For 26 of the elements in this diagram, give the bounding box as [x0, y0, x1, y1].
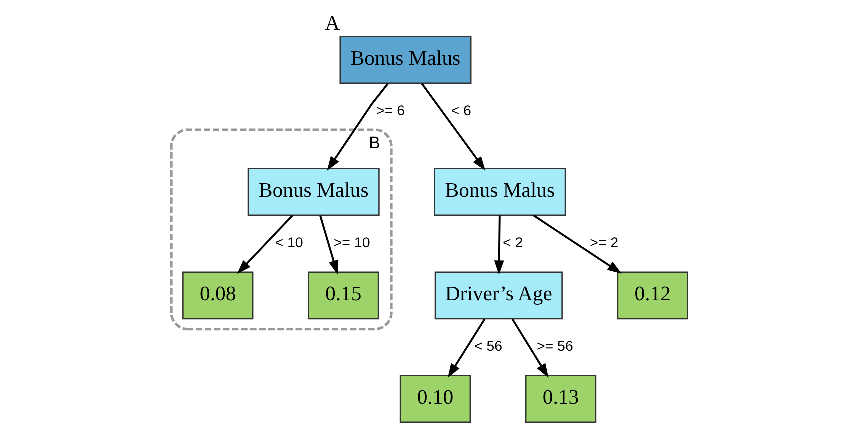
node-box: Bonus Malus [339, 36, 472, 84]
node-box: 0.08 [182, 272, 254, 320]
arrow [494, 216, 504, 275]
node-label: A [324, 13, 340, 36]
node-box: Bonus Malus [247, 168, 380, 216]
node-box: 0.12 [616, 272, 688, 320]
arrow [420, 83, 486, 171]
node-box: 0.10 [399, 375, 471, 424]
node-box: 0.15 [308, 272, 379, 320]
node-box: 0.13 [524, 375, 596, 424]
arrow [236, 215, 293, 274]
arrow [447, 318, 486, 378]
node-box: Bonus Malus [434, 168, 566, 216]
edge-label: >= 2 [590, 236, 618, 252]
node-box: Driver’s Age [434, 272, 562, 320]
edge-label: >= 56 [536, 339, 573, 356]
edge-label: >= 6 [376, 104, 405, 120]
edge-label: < 6 [450, 104, 471, 120]
arrow [326, 83, 388, 171]
arrow [532, 214, 622, 274]
edge-label: >= 10 [333, 236, 370, 252]
arrow [511, 318, 548, 378]
edge-label: < 2 [502, 236, 523, 252]
edge-label: < 10 [274, 236, 303, 252]
edge-label: < 56 [474, 339, 502, 356]
arrow [319, 216, 338, 275]
